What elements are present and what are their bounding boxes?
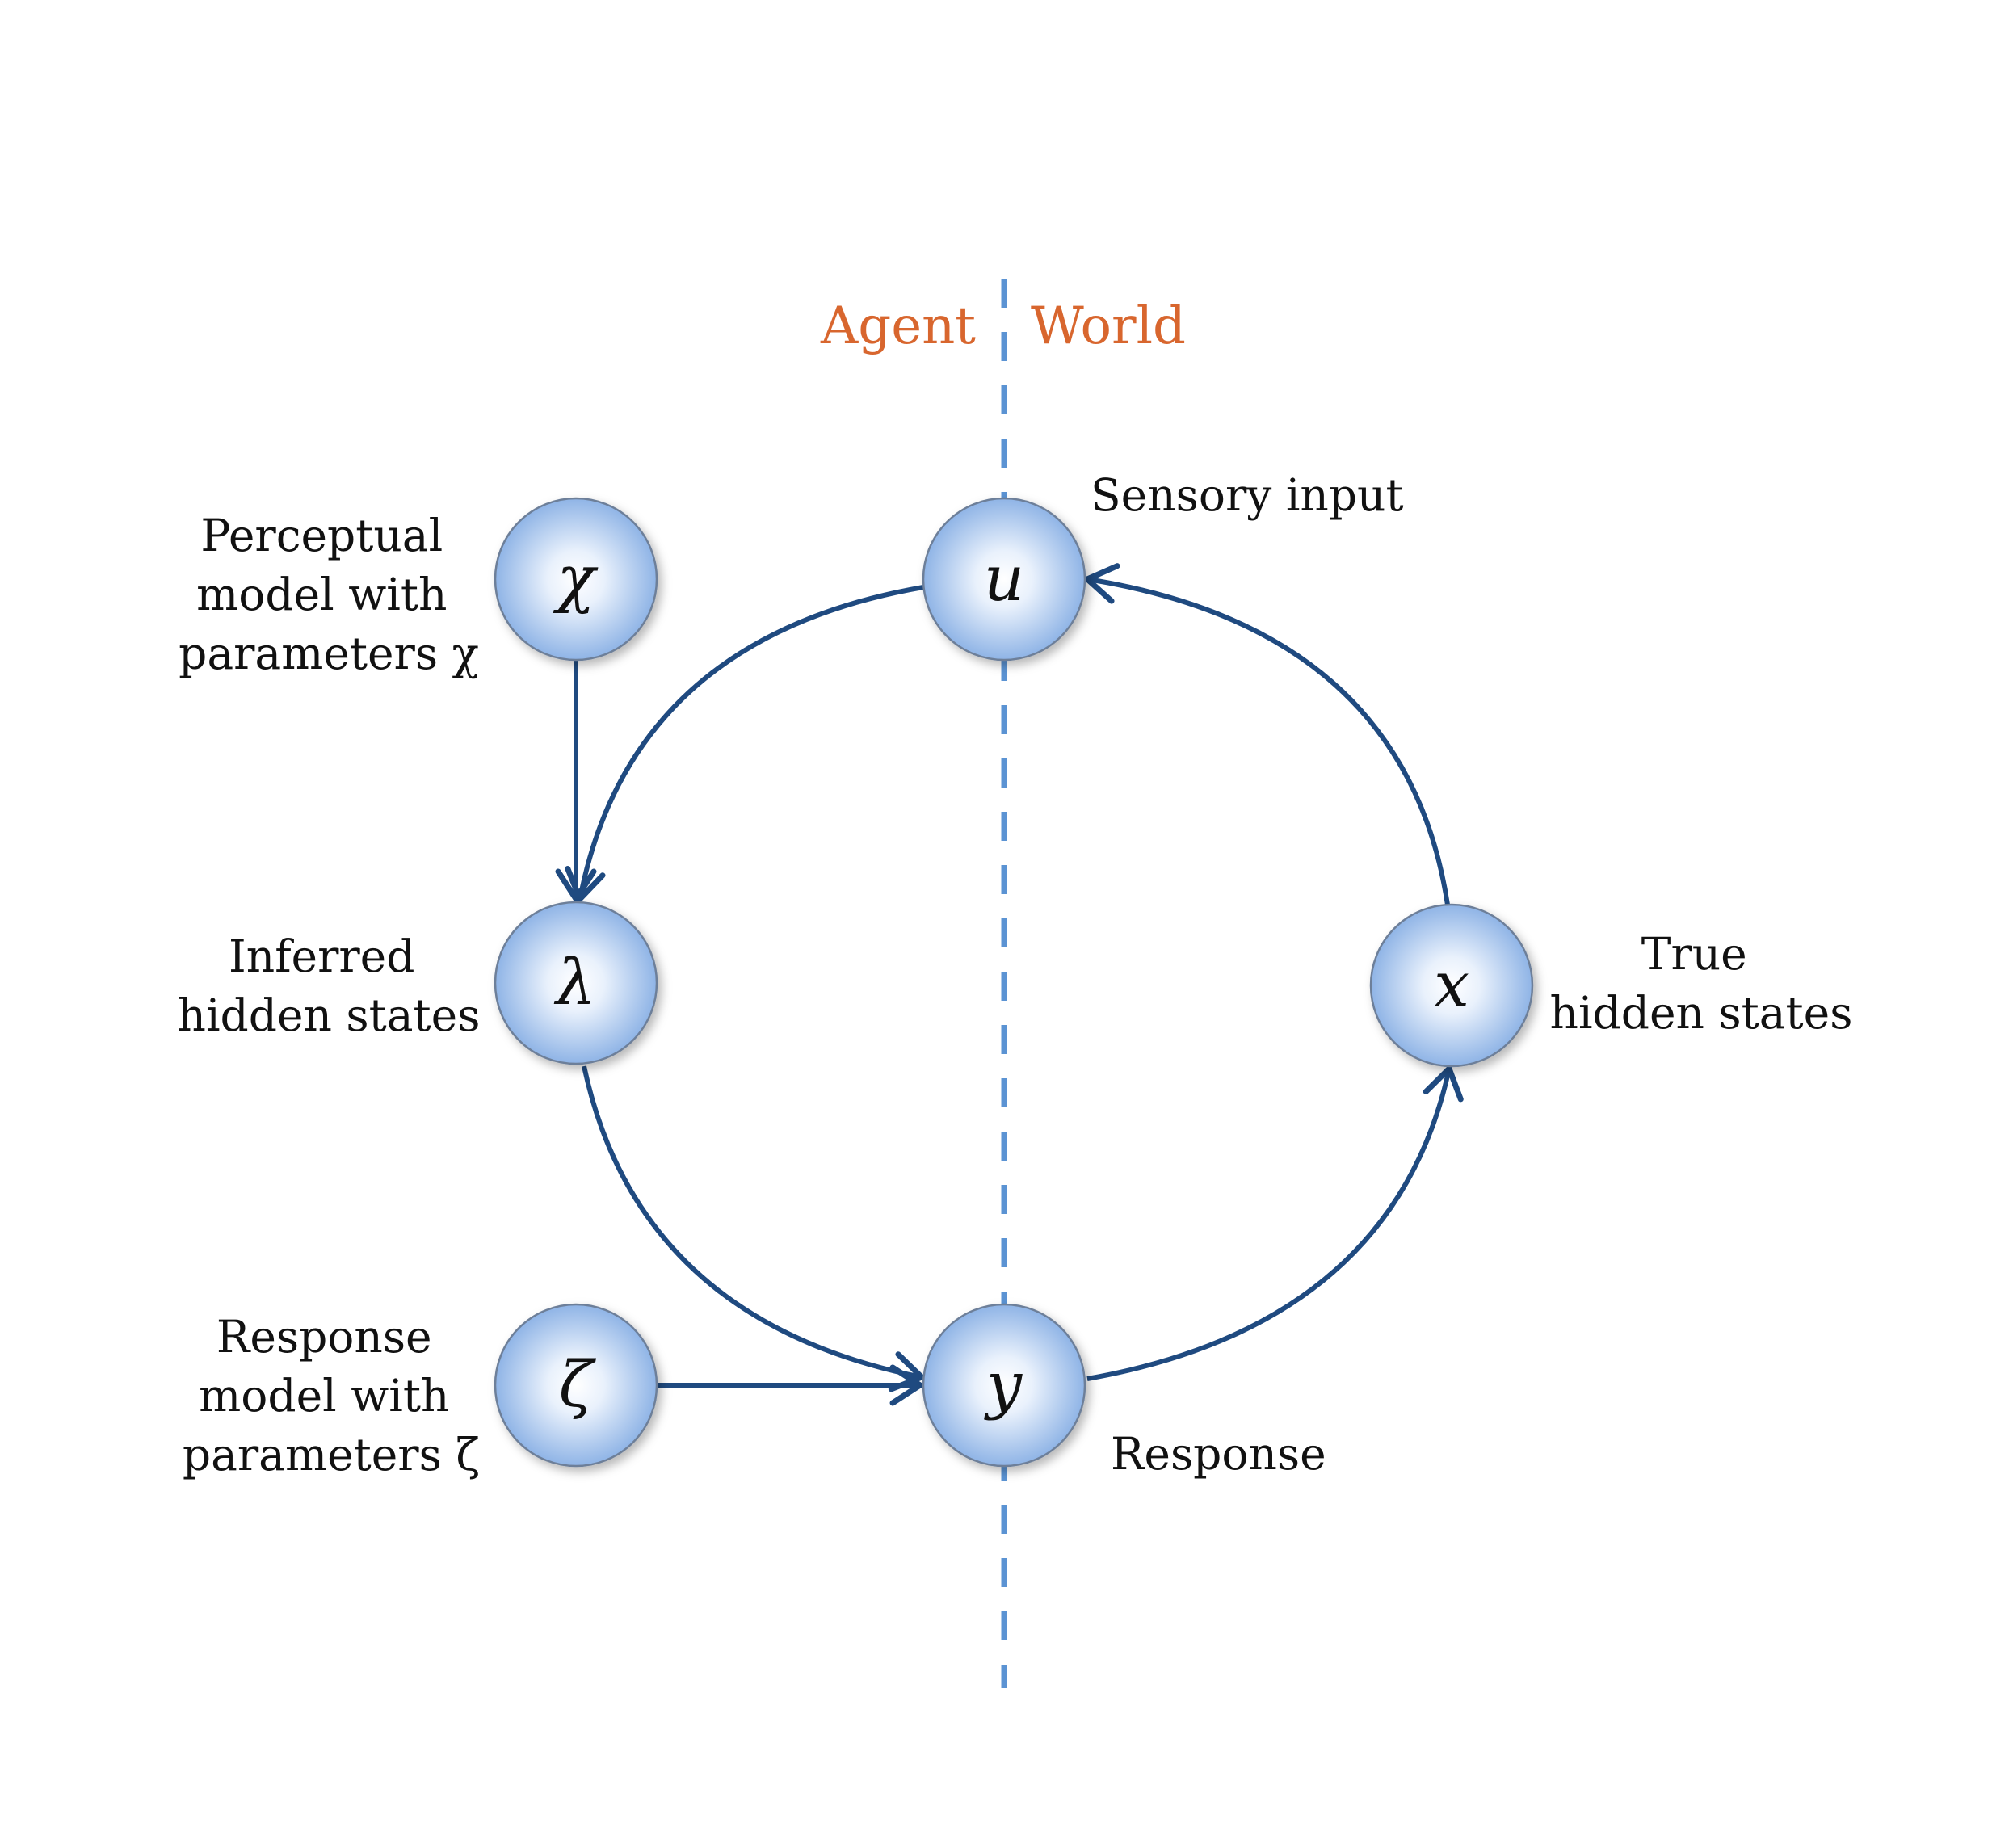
agent-region-label: Agent — [820, 296, 976, 356]
node-labels: Perceptual model with parameters χ Senso… — [178, 469, 1853, 1480]
node-layer: χ u λ x ζ y — [494, 497, 1534, 1468]
node-zeta-circle — [494, 1303, 658, 1468]
arrowhead-zeta-y — [889, 1364, 923, 1406]
node-u-circle — [922, 497, 1086, 662]
node-y-symbol: y — [984, 1349, 1023, 1422]
zeta-label-line-3: parameters ζ — [183, 1429, 480, 1480]
arrowhead-x-u — [1084, 563, 1120, 604]
lambda-label-line-1: Inferred — [229, 930, 414, 982]
zeta-label-line-1: Response — [216, 1311, 432, 1363]
world-region-label: World — [1031, 296, 1186, 356]
chi-label-line-2: model with — [196, 569, 447, 620]
u-node-label: Sensory input — [1091, 469, 1404, 521]
node-lambda: λ — [494, 901, 658, 1065]
node-x: x — [1369, 903, 1534, 1068]
node-x-symbol: x — [1434, 949, 1469, 1022]
u-label-line-1: Sensory input — [1091, 469, 1404, 521]
edge-x-u — [1086, 577, 1450, 905]
x-label-line-1: True — [1641, 928, 1747, 980]
edge-lambda-y — [582, 1065, 922, 1380]
y-node-label: Response — [1111, 1428, 1326, 1480]
edge-u-lambda — [578, 585, 924, 900]
node-lambda-circle — [494, 901, 658, 1065]
edge-y-x — [1086, 1068, 1452, 1381]
arrowhead-chi-lambda — [555, 868, 597, 902]
node-y-circle — [922, 1303, 1086, 1468]
node-zeta: ζ — [494, 1303, 658, 1468]
zeta-label-line-2: model with — [199, 1370, 449, 1422]
node-u-symbol: u — [984, 543, 1024, 615]
chi-node-label: Perceptual model with parameters χ — [179, 510, 479, 679]
x-label-line-2: hidden states — [1550, 987, 1853, 1039]
lambda-label-line-2: hidden states — [178, 989, 481, 1041]
node-lambda-symbol: λ — [553, 947, 595, 1019]
node-y: y — [922, 1303, 1086, 1468]
chi-label-line-3: parameters χ — [179, 628, 479, 679]
node-chi-circle — [494, 497, 658, 662]
node-u: u — [922, 497, 1086, 662]
lambda-node-label: Inferred hidden states — [178, 930, 481, 1041]
zeta-node-label: Response model with parameters ζ — [183, 1311, 480, 1480]
arrowhead-u-lambda — [565, 865, 606, 902]
node-x-circle — [1369, 903, 1534, 1068]
edge-layer — [555, 563, 1464, 1406]
node-chi: χ — [494, 497, 658, 662]
chi-label-line-1: Perceptual — [200, 510, 443, 561]
arrowhead-y-x — [1423, 1065, 1464, 1102]
y-label-line-1: Response — [1111, 1428, 1326, 1480]
x-node-label: True hidden states — [1550, 928, 1853, 1039]
node-chi-symbol: χ — [553, 543, 599, 615]
node-zeta-symbol: ζ — [559, 1349, 597, 1422]
